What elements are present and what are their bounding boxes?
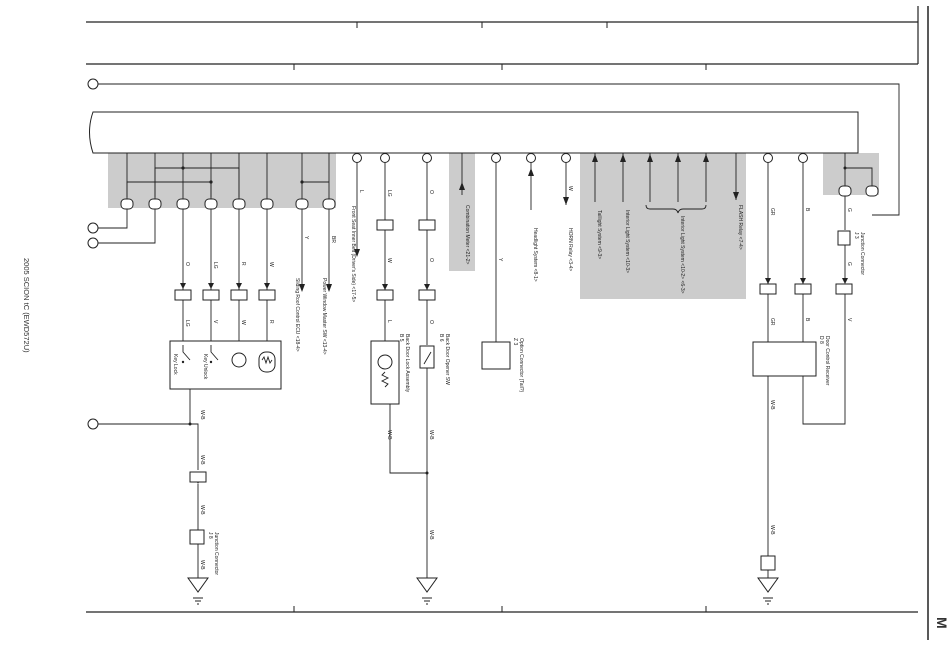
- wire-label-mid-lower-0: W: [386, 258, 392, 263]
- label-junction-j8-name: Junction Connector: [213, 532, 219, 575]
- label-sliding-roof-ecu: Sliding Roof Control ECU <18-4>: [294, 278, 300, 352]
- door-lock-switches: [181, 345, 276, 373]
- wire-label-right-ground-0: W-B: [769, 400, 775, 410]
- label-taillight: Taillight System <9-3>: [596, 210, 602, 259]
- terminal-left-2: [87, 237, 99, 249]
- label-junction-j8: J 8: [207, 532, 213, 539]
- wire-label-mid-low2-1: O: [428, 320, 434, 324]
- wire-label-mid-top-1: LG: [386, 190, 392, 197]
- wire-label-power-window: BR: [330, 236, 336, 243]
- label-combination-meter: Combination Meter <21-2>: [464, 205, 470, 265]
- wire-label-right-mid-0: GR: [769, 318, 775, 326]
- wire-label-right-top-0: GR: [769, 208, 775, 216]
- label-key-lock: Key Lock: [172, 354, 178, 375]
- label-door-control-code: D 8: [818, 336, 824, 344]
- terminal-left-3: [87, 418, 99, 430]
- label-horn-relay: HORN Relay <3-4>: [567, 228, 573, 271]
- wire-left-terminal-1: [98, 209, 128, 229]
- label-power-window-master: Power Window Master SW <13-4>: [321, 278, 327, 355]
- wire-label-left-lower-1: V: [212, 320, 218, 324]
- wire-label-left-upper-0: O: [184, 262, 190, 266]
- wire-label-right-mid-2: V: [846, 318, 852, 322]
- wire-label-ground-left-1: W-B: [199, 455, 205, 465]
- label-door-control-name: Door Control Receiver: [824, 336, 830, 386]
- wire-label-mid-top-2: O: [428, 190, 434, 194]
- label-back-door-lock-code: B 5: [398, 334, 404, 342]
- wire-label-right-j: G: [846, 262, 852, 266]
- resistor-icon: [258, 351, 276, 373]
- wire-left-terminal-2: [98, 209, 156, 244]
- combination-meter-area: [459, 153, 571, 370]
- wire-label-mid-lower-1: O: [428, 258, 434, 262]
- terminal-left-1: [87, 222, 99, 234]
- wire-label-mid-low2-0: L: [386, 320, 392, 323]
- label-interior-light-2: Interior Light System <10-2> <6-3>: [679, 216, 685, 294]
- main-ecu-box: [89, 111, 859, 154]
- label-option-connector-name: Option Connector (Tail?): [518, 338, 524, 393]
- label-interior-light: Interior Light System <10-3>: [624, 210, 630, 273]
- wire-label-horn: W: [567, 186, 573, 191]
- wire-label-left-upper-2: R: [240, 262, 246, 266]
- ground-connector-left: [189, 471, 207, 483]
- label-junction-j3-code: J 3: [853, 232, 859, 239]
- wire-label-combination-meter: Y: [497, 258, 503, 262]
- label-headlight: Headlight System <8-1>: [532, 228, 538, 282]
- middle-section: [352, 153, 438, 605]
- wire-label-right-top-1: B: [804, 208, 810, 212]
- label-back-door-lock-name: Back Door Lock Assembly: [404, 334, 410, 393]
- wire-label-right-ground-1: W-B: [769, 525, 775, 535]
- motor-icon: [231, 352, 247, 368]
- lights-area-arrows: [592, 153, 739, 214]
- wire-label-sliding-roof: Y: [303, 236, 309, 240]
- wire-label-left-lower-0: LG: [184, 320, 190, 327]
- page-section-mark: M: [934, 617, 950, 629]
- wire-label-ground-left-0: W-B: [199, 410, 205, 420]
- shaded-area-lights: [580, 153, 746, 299]
- right-section: [752, 153, 879, 605]
- wire-label-mid-ground-1: W-B: [428, 430, 434, 440]
- label-back-door-opener-code: B 6: [438, 334, 444, 342]
- junction-j8-box: [189, 529, 205, 545]
- side-title: 2005 SCION tC (EWD572U): [22, 258, 31, 353]
- wire-label-left-upper-3: W: [268, 262, 274, 267]
- wire-label-left-lower-2: W: [240, 320, 246, 325]
- shaded-area-left: [108, 153, 336, 208]
- wire-top-rail: [98, 83, 900, 216]
- wire-label-left-lower-3: R: [268, 320, 274, 324]
- label-option-connector-code: Z 3: [512, 338, 518, 345]
- wire-label-right-mid-1: B: [804, 318, 810, 322]
- wire-label-right-top-2: G: [846, 208, 852, 212]
- wire-left-ground-chain: [98, 389, 199, 578]
- wire-label-mid-top-0: L: [358, 190, 364, 193]
- wire-label-ground-left-2: W-B: [199, 505, 205, 515]
- wire-label-mid-ground-0: W-B: [386, 430, 392, 440]
- wire-label-ground-left-3: W-B: [199, 560, 205, 570]
- wire-label-mid-ground-2: W-B: [428, 530, 434, 540]
- terminal-top: [87, 78, 99, 90]
- frame-ticks: [293, 22, 707, 612]
- ground-symbol-left: [187, 577, 209, 593]
- wire-label-left-upper-1: LG: [212, 262, 218, 269]
- label-flash-relay: FLASH Relay <7-4>: [737, 205, 743, 250]
- left-drop-wires: [174, 209, 332, 345]
- label-back-door-opener-name: Back Door Opener SW: [444, 334, 450, 385]
- label-front-seat-belt: Front Seat Inner Belt (Driver's Side) <1…: [350, 206, 356, 302]
- label-key-unlock: Key Unlock: [202, 354, 208, 380]
- label-junction-j3-name: Junction Connector: [859, 232, 865, 275]
